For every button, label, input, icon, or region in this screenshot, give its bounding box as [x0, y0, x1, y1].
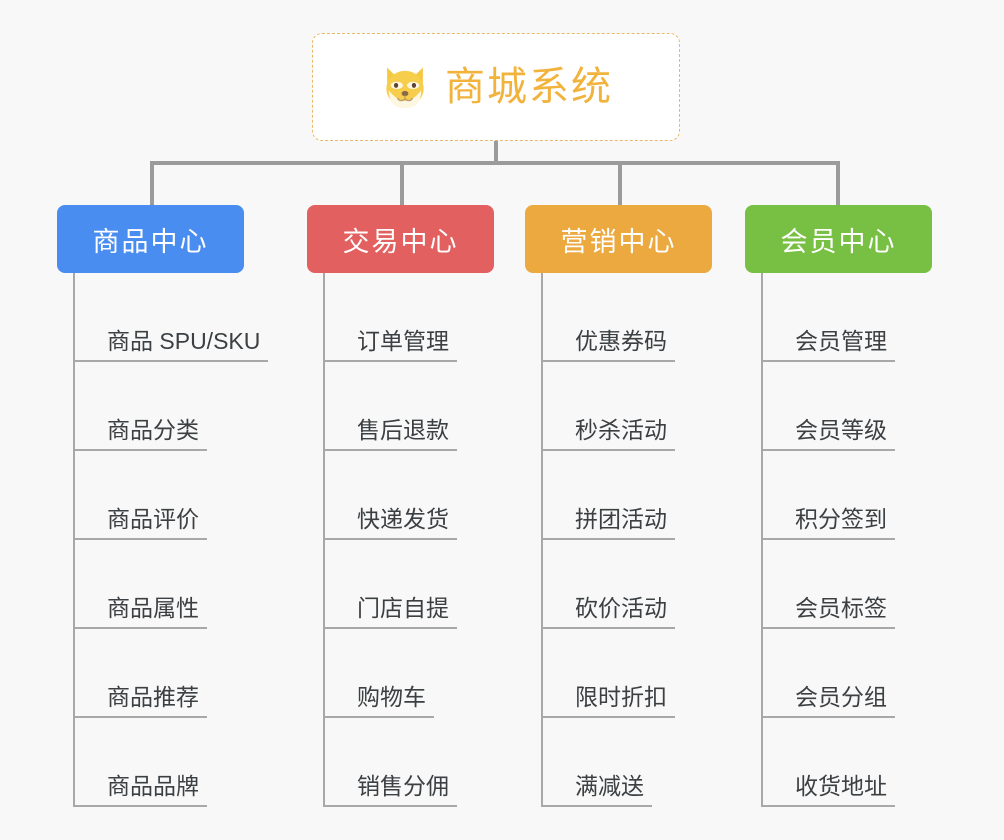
list-item[interactable]: 满减送	[543, 718, 712, 807]
list-item-label: 商品推荐	[107, 684, 199, 710]
list-item-rule	[543, 538, 675, 540]
branch-header-1[interactable]: 商品中心	[57, 205, 244, 273]
list-item[interactable]: 收货地址	[763, 718, 932, 807]
list-item-rule	[543, 627, 675, 629]
branch-header-label: 营销中心	[560, 226, 677, 257]
list-item-label: 商品品牌	[107, 773, 199, 799]
branch-header-4[interactable]: 会员中心	[745, 205, 932, 273]
list-item-label: 拼团活动	[575, 506, 667, 532]
branch-items-3: 优惠券码 秒杀活动 拼团活动 砍价活动 限时折扣 满减送	[541, 273, 712, 807]
list-item-rule	[763, 360, 895, 362]
list-item-rule	[763, 449, 895, 451]
list-item-rule	[75, 449, 207, 451]
list-item-rule	[763, 538, 895, 540]
list-item[interactable]: 会员管理	[763, 273, 932, 362]
list-item-rule	[325, 627, 457, 629]
connector-drop-4	[836, 161, 840, 209]
list-item-label: 会员分组	[795, 684, 887, 710]
list-item-label: 商品评价	[107, 506, 199, 532]
list-item[interactable]: 优惠券码	[543, 273, 712, 362]
list-item[interactable]: 商品推荐	[75, 629, 260, 718]
list-item-rule	[543, 360, 675, 362]
list-item[interactable]: 销售分佣	[325, 718, 494, 807]
list-item[interactable]: 商品属性	[75, 540, 260, 629]
list-item[interactable]: 拼团活动	[543, 451, 712, 540]
list-item-label: 购物车	[357, 684, 426, 710]
list-item-rule	[75, 805, 207, 807]
list-item[interactable]: 限时折扣	[543, 629, 712, 718]
list-item-label: 销售分佣	[357, 773, 449, 799]
list-item[interactable]: 秒杀活动	[543, 362, 712, 451]
list-item-label: 砍价活动	[575, 595, 667, 621]
list-item-label: 售后退款	[357, 417, 449, 443]
branch-column-4: 会员中心 会员管理 会员等级 积分签到 会员标签 会员分组	[745, 205, 932, 807]
list-item-rule	[325, 360, 457, 362]
root-node[interactable]: 商城系统	[312, 33, 680, 141]
branch-header-label: 会员中心	[780, 226, 897, 257]
list-item[interactable]: 购物车	[325, 629, 494, 718]
dog-face-icon	[386, 67, 424, 109]
list-item-rule	[75, 360, 268, 362]
list-item-rule	[325, 716, 434, 718]
list-item[interactable]: 商品分类	[75, 362, 260, 451]
list-item-label: 快递发货	[357, 506, 449, 532]
branch-header-label: 商品中心	[92, 226, 209, 257]
branch-items-1: 商品 SPU/SKU 商品分类 商品评价 商品属性 商品推荐 商品品牌	[73, 273, 268, 807]
list-item[interactable]: 会员标签	[763, 540, 932, 629]
list-item-label: 限时折扣	[575, 684, 667, 710]
list-item-label: 门店自提	[357, 595, 449, 621]
connector-root-stem	[494, 141, 498, 164]
list-item-label: 订单管理	[357, 328, 449, 354]
list-item-label: 商品 SPU/SKU	[107, 328, 261, 354]
list-item[interactable]: 砍价活动	[543, 540, 712, 629]
list-item-label: 会员等级	[795, 417, 887, 443]
branch-column-3: 营销中心 优惠券码 秒杀活动 拼团活动 砍价活动 限时折扣	[525, 205, 712, 807]
root-title: 商城系统	[445, 65, 613, 109]
list-item-rule	[763, 716, 895, 718]
list-item[interactable]: 积分签到	[763, 451, 932, 540]
connector-drop-3	[618, 161, 622, 209]
branch-items-2: 订单管理 售后退款 快递发货 门店自提 购物车 销售分佣	[323, 273, 494, 807]
list-item-rule	[325, 449, 457, 451]
list-item-label: 商品分类	[107, 417, 199, 443]
list-item[interactable]: 商品 SPU/SKU	[75, 273, 268, 362]
connector-horizontal-bus	[150, 161, 840, 165]
list-item-label: 满减送	[575, 773, 644, 799]
list-item-rule	[543, 449, 675, 451]
list-item[interactable]: 会员分组	[763, 629, 932, 718]
list-item[interactable]: 快递发货	[325, 451, 494, 540]
list-item-label: 收货地址	[795, 773, 887, 799]
list-item-label: 秒杀活动	[575, 417, 667, 443]
list-item[interactable]: 门店自提	[325, 540, 494, 629]
list-item[interactable]: 会员等级	[763, 362, 932, 451]
list-item-rule	[75, 627, 207, 629]
list-item-label: 优惠券码	[575, 328, 667, 354]
list-item[interactable]: 商品品牌	[75, 718, 260, 807]
branch-header-label: 交易中心	[342, 226, 459, 257]
list-item-label: 积分签到	[795, 506, 887, 532]
list-item-rule	[543, 805, 652, 807]
connector-drop-2	[400, 161, 404, 209]
branch-items-4: 会员管理 会员等级 积分签到 会员标签 会员分组 收货地址	[761, 273, 932, 807]
list-item-label: 商品属性	[107, 595, 199, 621]
list-item[interactable]: 商品评价	[75, 451, 260, 540]
branch-column-1: 商品中心 商品 SPU/SKU 商品分类 商品评价 商品属性 商品推荐	[57, 205, 268, 807]
branch-header-3[interactable]: 营销中心	[525, 205, 712, 273]
connector-drop-1	[150, 161, 154, 209]
list-item[interactable]: 售后退款	[325, 362, 494, 451]
branch-header-2[interactable]: 交易中心	[307, 205, 494, 273]
list-item[interactable]: 订单管理	[325, 273, 494, 362]
branch-column-2: 交易中心 订单管理 售后退款 快递发货 门店自提 购物车	[307, 205, 494, 807]
list-item-rule	[763, 805, 895, 807]
list-item-rule	[75, 716, 207, 718]
list-item-rule	[75, 538, 207, 540]
list-item-rule	[325, 805, 457, 807]
list-item-label: 会员标签	[795, 595, 887, 621]
list-item-rule	[763, 627, 895, 629]
list-item-rule	[543, 716, 675, 718]
list-item-rule	[325, 538, 457, 540]
list-item-label: 会员管理	[795, 328, 887, 354]
